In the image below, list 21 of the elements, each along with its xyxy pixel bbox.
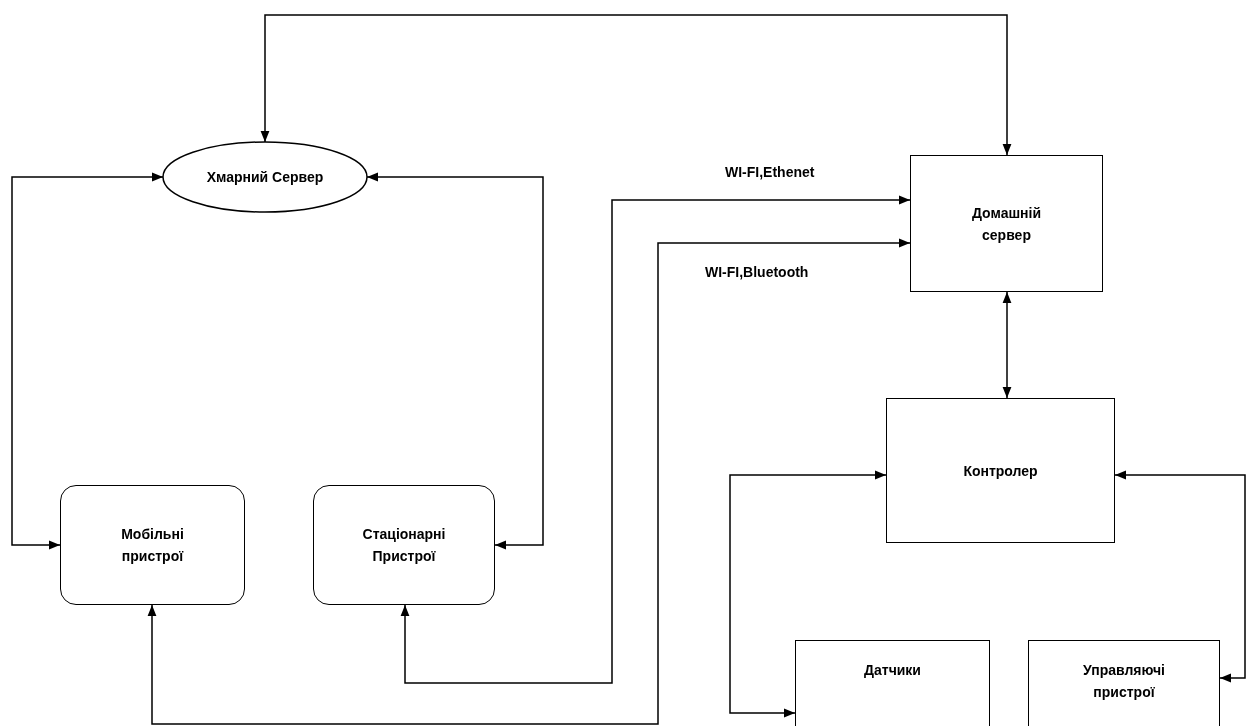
process-box [910,155,1103,292]
node-label: Стаціонарні Пристрої [361,525,447,566]
node-label: Домашній сервер [970,203,1043,245]
process-box [795,640,990,726]
connector-arrow [1114,470,1246,683]
connector-arrow [11,172,164,550]
node-label: Датчики [864,661,921,680]
connector-arrow [400,195,911,684]
connector-arrow [260,14,1012,156]
node-label: Хмарний Сервер [206,168,324,187]
connector-arrow [729,470,887,718]
process-box [886,398,1115,543]
process-box [313,485,495,605]
process-box [60,485,245,605]
node-label: Управляючі пристрої [1082,661,1166,702]
connector-arrow [1002,291,1012,399]
process-box [1028,640,1220,726]
connector-arrow [147,238,911,725]
node-label: Контролер [963,461,1038,481]
node-label: Мобільні пристрої [120,525,185,566]
connector-arrow [366,172,544,550]
